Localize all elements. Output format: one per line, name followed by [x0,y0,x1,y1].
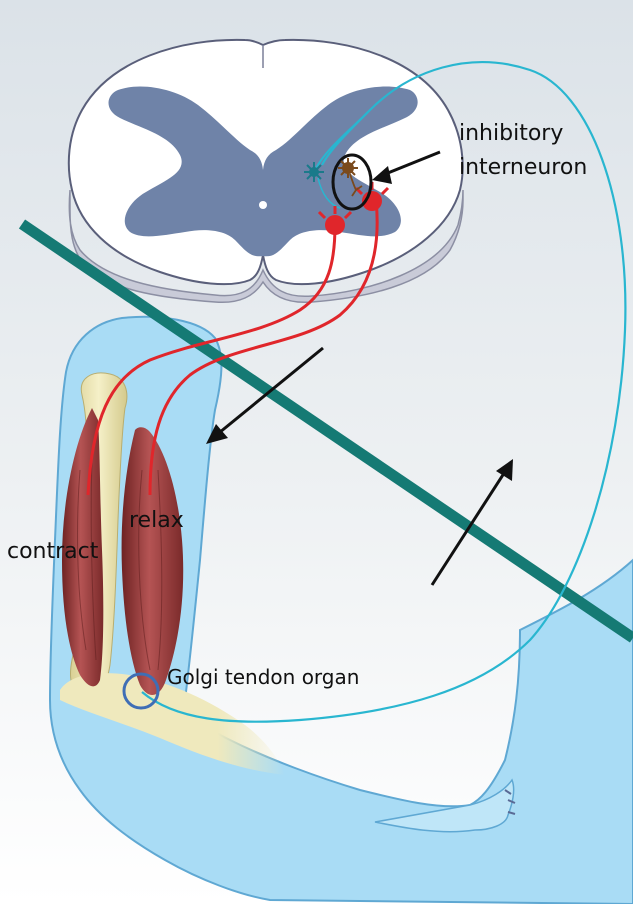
label-contract: contract [7,539,99,564]
label-golgi: Golgi tendon organ [167,665,359,689]
label-inhibitory: inhibitory [459,121,563,146]
label-interneuron: interneuron [459,155,587,180]
label-relax: relax [129,508,184,533]
